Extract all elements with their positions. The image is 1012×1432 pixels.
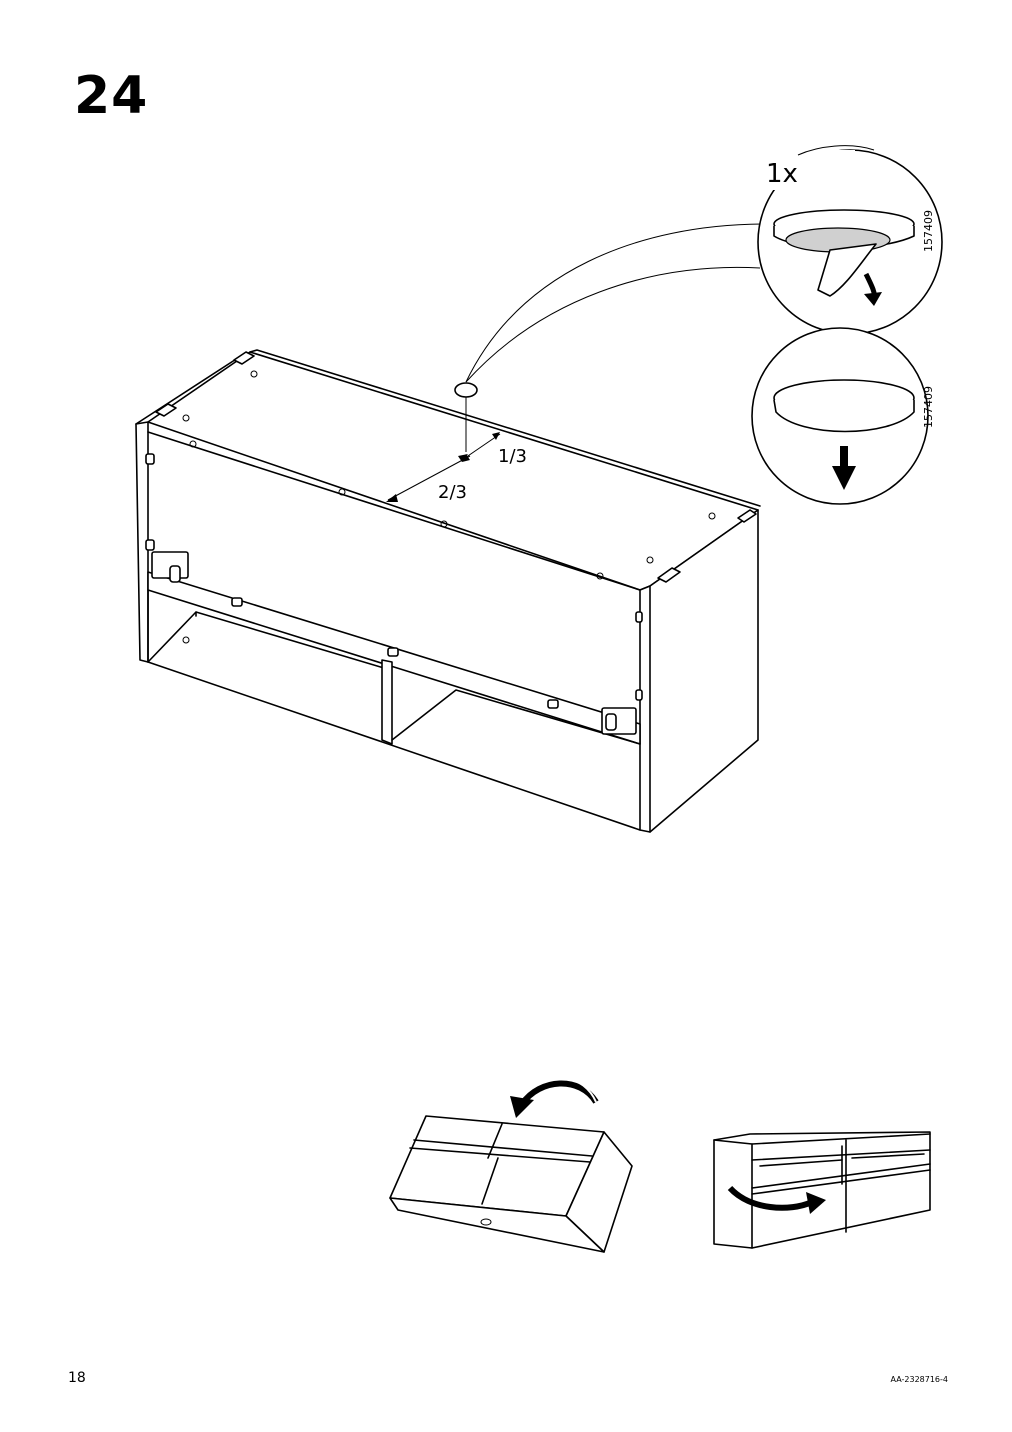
press-down-arrow-icon	[832, 446, 856, 490]
bumper-placement	[386, 382, 501, 502]
upright-cabinet-illustration	[713, 1131, 931, 1249]
part-number-bottom: 157409	[922, 386, 935, 428]
document-code: AA-2328716-4	[890, 1375, 948, 1384]
measure-one-third: 1/3	[498, 446, 527, 467]
flip-cabinet-illustration	[389, 1115, 633, 1253]
quantity-label: 1x	[766, 159, 798, 189]
part-number-top: 157409	[922, 210, 935, 252]
peel-arrow-icon	[863, 272, 882, 306]
measure-two-thirds: 2/3	[438, 482, 467, 503]
flip-arrow-icon	[510, 1077, 599, 1118]
step-number: 24	[74, 66, 149, 126]
cabinet-illustration	[135, 349, 761, 833]
rotate-arrow-icon	[727, 1185, 826, 1214]
detail-press	[751, 327, 929, 505]
page-number: 18	[68, 1370, 86, 1386]
detail-peel	[755, 145, 943, 335]
